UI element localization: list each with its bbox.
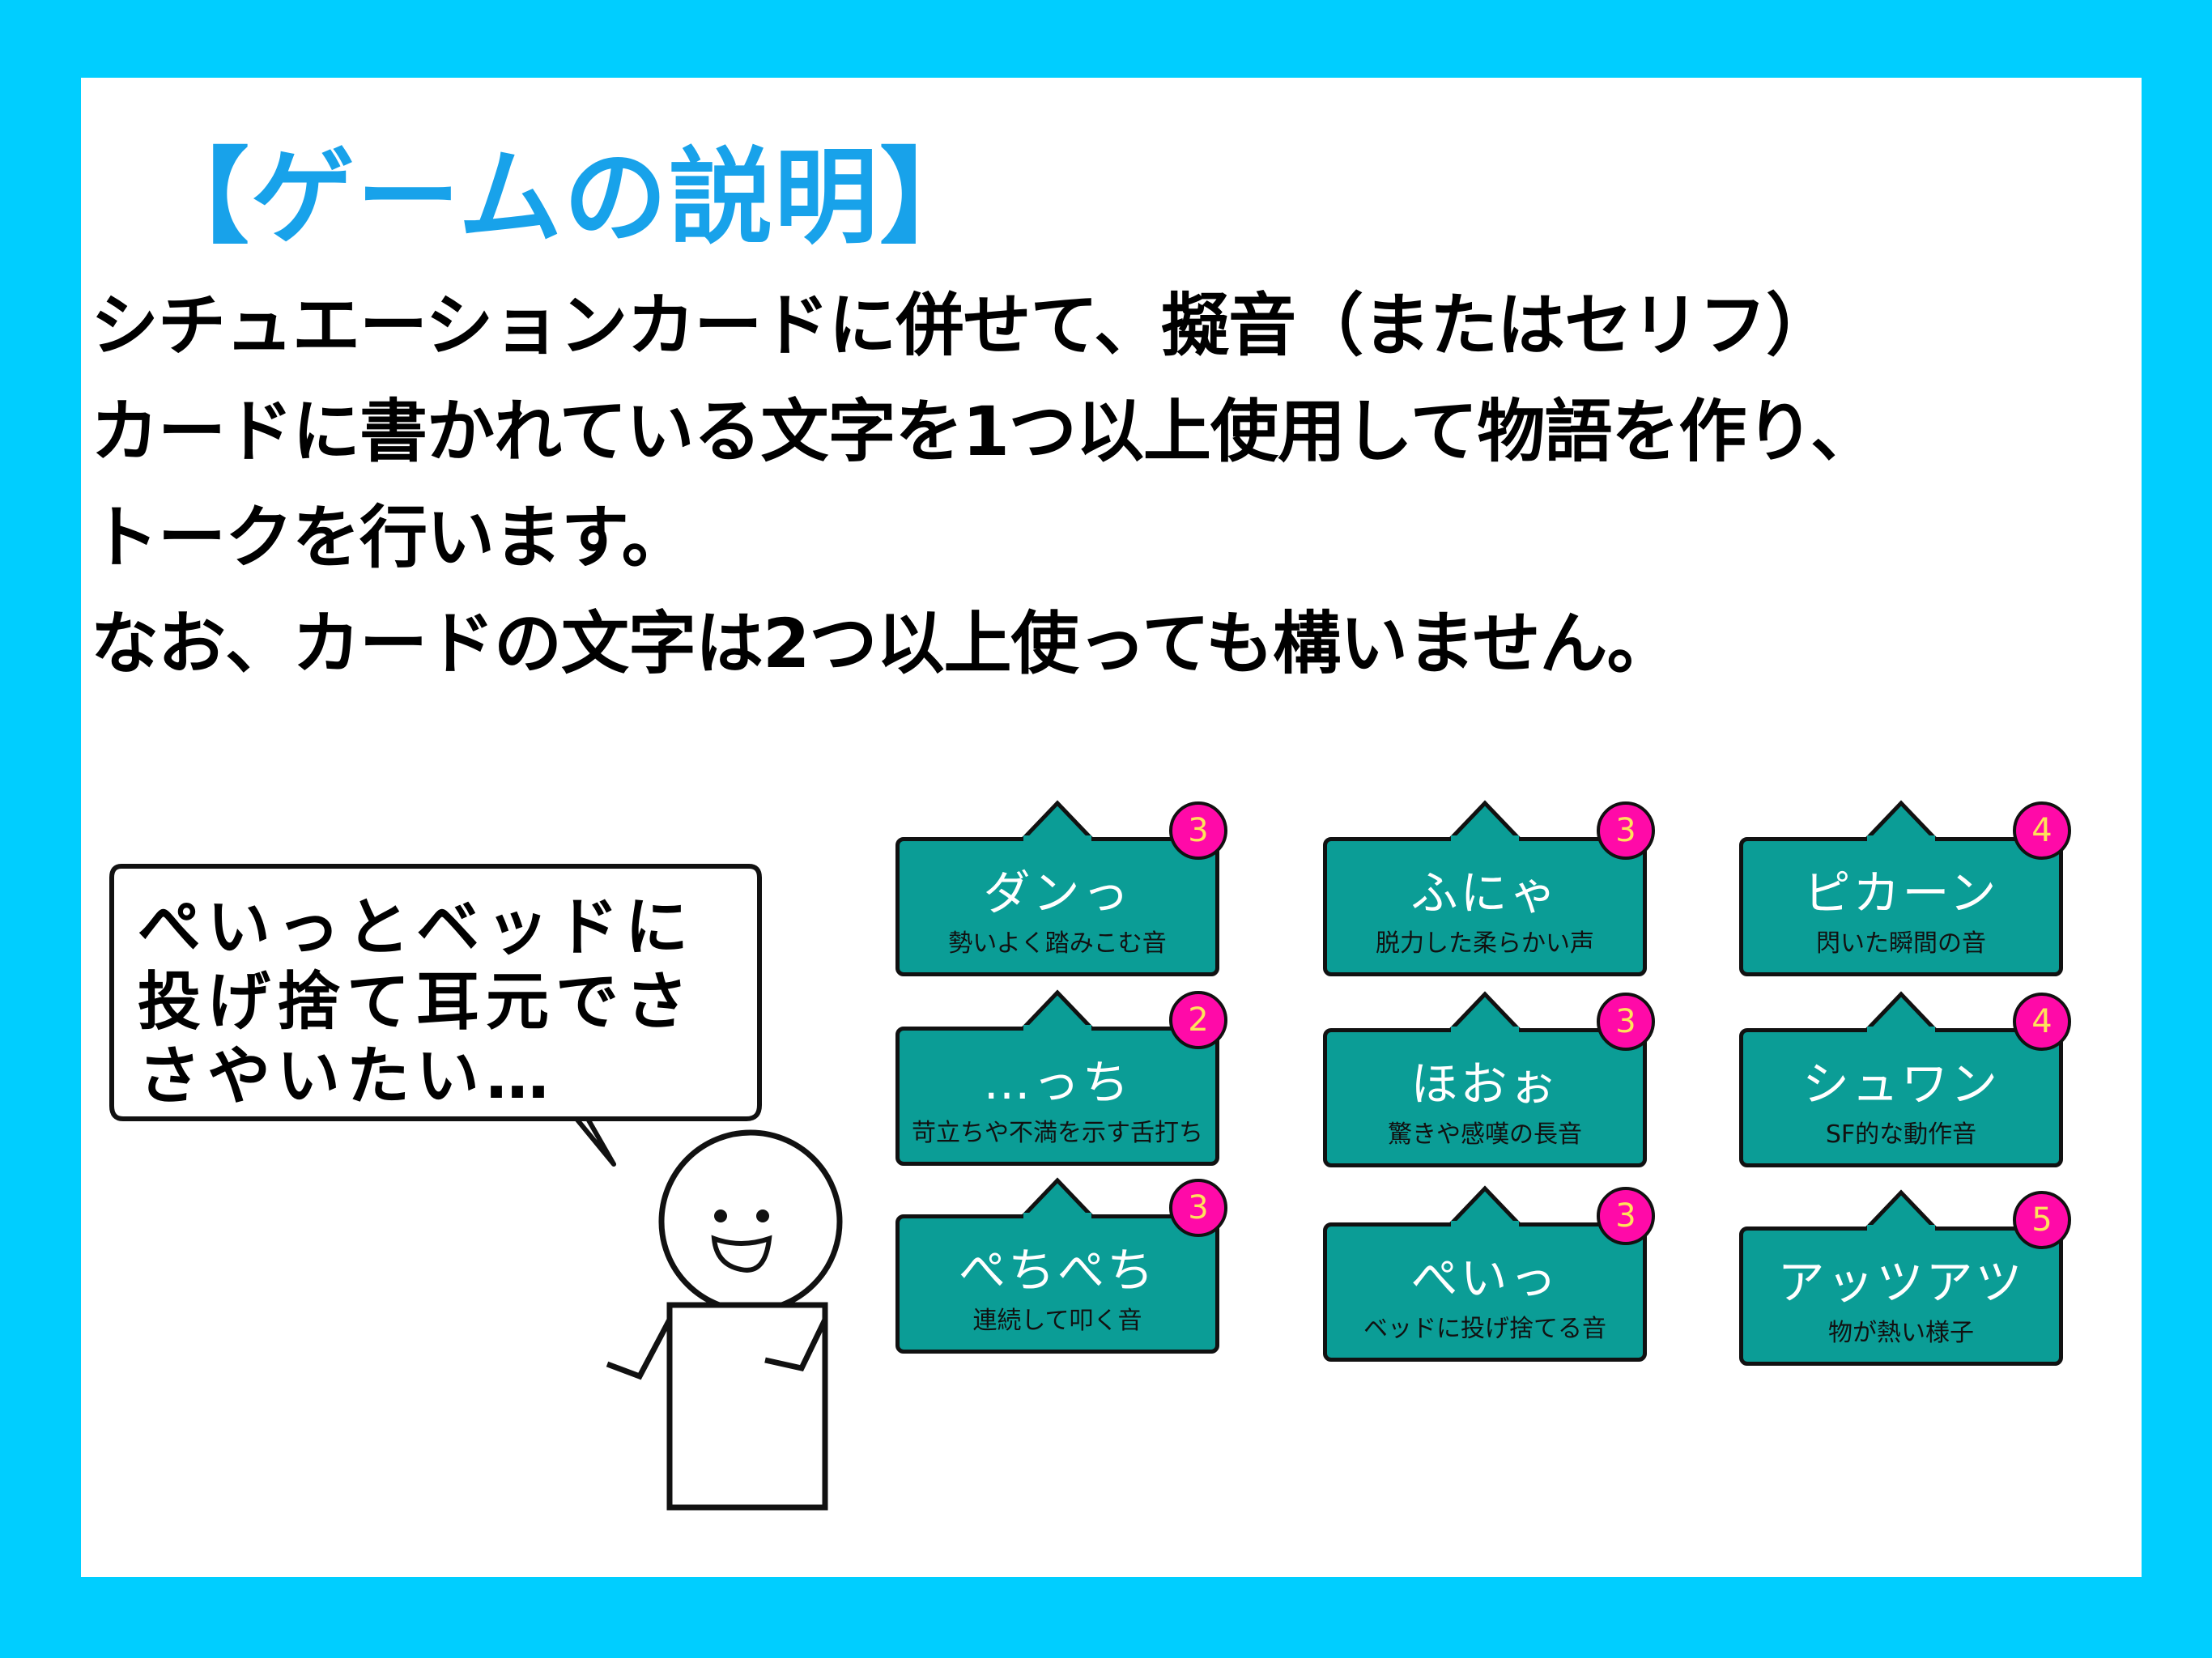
card-count-badge: 3 [1597,993,1655,1051]
card-description: 連続して叩く音 [972,1307,1142,1335]
card-word: ほおぉ [1410,1056,1559,1112]
sound-card[interactable]: …っち 苛立ちや不満を示す舌打ち 2 [895,989,1227,1166]
card-count-badge: 4 [2013,801,2071,860]
card-body [895,837,1219,976]
card-body [895,1214,1219,1354]
sound-card[interactable]: ふにゃ 脱力した柔らかい声 3 [1323,800,1655,976]
card-body [1323,1222,1647,1362]
card-word: …っち [983,1055,1132,1110]
card-body [1323,837,1647,976]
card-word: アッツアツ [1777,1255,2025,1310]
card-description: 閃いた瞬間の音 [1816,929,1986,958]
card-count-badge: 4 [2013,993,2071,1051]
card-description: 苛立ちや不満を示す舌打ち [912,1119,1203,1147]
sound-card[interactable]: ぺちぺち 連続して叩く音 3 [895,1177,1227,1354]
card-description: 勢いよく踏みこむ音 [948,929,1167,958]
card-count-badge: 3 [1597,1187,1655,1245]
card-description: ベッドに投げ捨てる音 [1363,1315,1606,1343]
card-word: ふにゃ [1410,865,1559,920]
card-tab [1020,800,1095,842]
card-tab [1864,1189,1938,1231]
card-count-badge: 3 [1597,801,1655,860]
card-body [895,1027,1219,1166]
stick-figure [606,1129,843,1511]
card-body [1739,837,2063,976]
card-count-badge: 3 [1169,801,1227,860]
sound-card[interactable]: ダンっ 勢いよく踏みこむ音 3 [895,800,1227,976]
description-line: なお、カードの文字は2つ以上使っても構いません。 [91,604,1675,683]
card-description: SF的な動作音 [1825,1120,1977,1149]
description-line: トークを行います。 [91,498,690,577]
card-word: ぺちぺち [958,1243,1156,1298]
card-tab [1448,991,1522,1033]
sound-card[interactable]: アッツアツ 物が熱い様子 5 [1739,1189,2071,1366]
sound-card[interactable]: シュワン SF的な動作音 4 [1739,991,2071,1167]
card-body [1739,1028,2063,1167]
card-tab [1448,1185,1522,1227]
speech-bubble [109,864,762,1167]
card-count-badge: 2 [1169,991,1227,1049]
sound-card[interactable]: ほおぉ 驚きや感嘆の長音 3 [1323,991,1655,1167]
card-tab [1864,991,1938,1033]
card-description: 物が熱い様子 [1828,1319,1974,1347]
card-body [1323,1028,1647,1167]
card-description: 脱力した柔らかい声 [1376,929,1594,958]
sound-card[interactable]: ピカーン 閃いた瞬間の音 4 [1739,800,2071,976]
card-word: ピカーン [1803,865,1999,920]
card-tab [1020,989,1095,1031]
card-count-badge: 3 [1169,1179,1227,1237]
card-tab [1864,800,1938,842]
description-line: シチュエーションカードに併せて、擬音（またはセリフ） [91,286,1834,365]
speech-bubble-text: ぺいっとベッドに投げ捨て耳元でささやいたい… [138,891,696,1113]
card-word: ぺいっ [1410,1251,1559,1306]
card-count-badge: 5 [2013,1191,2071,1249]
sound-card[interactable]: ぺいっ ベッドに投げ捨てる音 3 [1323,1185,1655,1362]
card-word: シュワン [1802,1056,2000,1112]
description-line: カードに書かれている文字を1つ以上使用して物語を作り、 [91,392,1878,471]
page-title: 【ゲームの説明】 [146,138,985,258]
card-body [1739,1226,2063,1366]
card-tab [1448,800,1522,842]
card-description: 驚きや感嘆の長音 [1388,1120,1582,1149]
card-tab [1020,1177,1095,1219]
card-word: ダンっ [983,865,1132,920]
